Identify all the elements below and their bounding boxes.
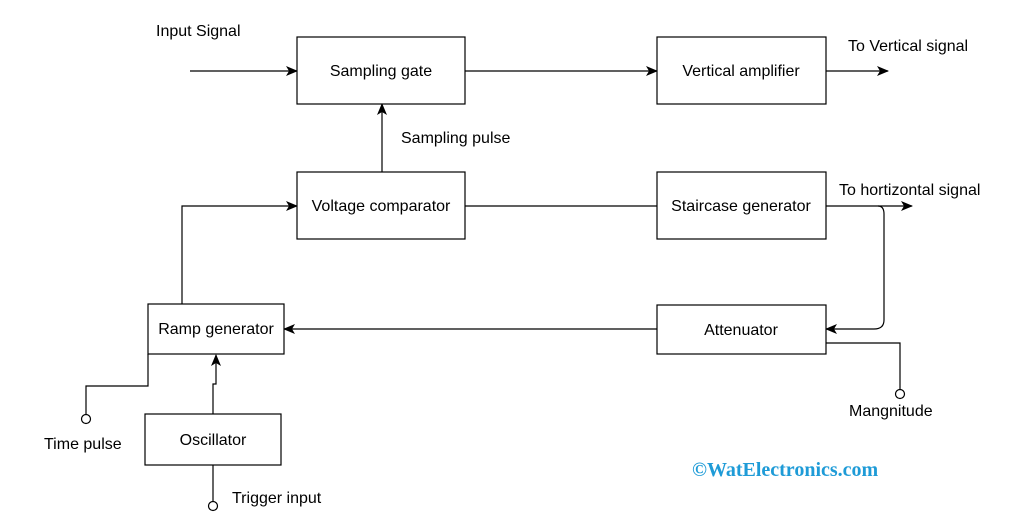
attenuator-label: Attenuator: [704, 322, 779, 339]
sampling-gate-label: Sampling gate: [330, 63, 432, 80]
oscillator-block: Oscillator: [144, 413, 282, 466]
to-vertical-signal-label: To Vertical signal: [848, 38, 968, 55]
ramp-generator-label: Ramp generator: [158, 321, 274, 338]
oscillator-label: Oscillator: [180, 432, 247, 449]
ramp-generator-block: Ramp generator: [147, 303, 285, 355]
staircase-to-attenuator-wire: [825, 205, 885, 334]
trigger-input-label: Trigger input: [232, 490, 322, 507]
ramp-to-comparator-wire: [181, 201, 298, 304]
sampling-pulse-label: Sampling pulse: [401, 130, 511, 147]
input-signal-label: Input Signal: [156, 23, 241, 40]
voltage-comparator-block: Voltage comparator: [296, 171, 466, 240]
oscillator-to-ramp-wire: [211, 354, 221, 414]
staircase-generator-block: Staircase generator: [656, 171, 827, 240]
magnitude-wire: [826, 342, 901, 389]
time-pulse-label: Time pulse: [44, 436, 122, 453]
staircase-generator-label: Staircase generator: [671, 198, 811, 215]
to-horizontal-signal-label: To hortizontal signal: [839, 182, 980, 199]
vertical-amplifier-label: Vertical amplifier: [682, 63, 800, 80]
magnitude-terminal: [894, 388, 906, 400]
time-pulse-wire: [85, 354, 149, 414]
watermark: ©WatElectronics.com: [692, 459, 879, 481]
attenuator-block: Attenuator: [656, 304, 827, 355]
magnitude-label: Mangnitude: [849, 403, 933, 420]
sampling-gate-block: Sampling gate: [296, 36, 466, 105]
time-pulse-terminal: [80, 413, 92, 425]
trigger-input-terminal: [207, 500, 219, 512]
vertical-amplifier-block: Vertical amplifier: [656, 36, 827, 105]
voltage-comparator-label: Voltage comparator: [312, 198, 451, 215]
